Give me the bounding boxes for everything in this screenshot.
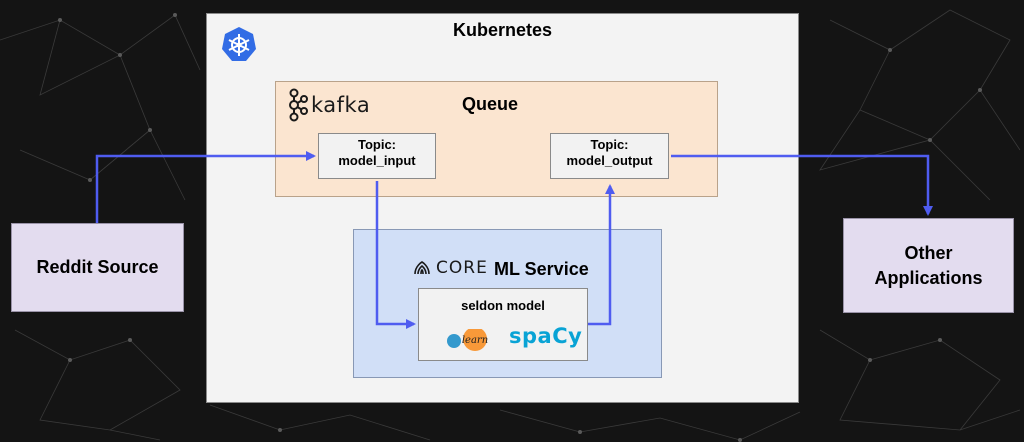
other-apps-line2: Applications (874, 267, 983, 288)
seldon-core-logo: CORE (412, 258, 488, 278)
topic-model-input: Topic: model_input (318, 133, 436, 179)
seldon-model-title: seldon model (461, 298, 545, 313)
other-applications-box: Other Applications (843, 218, 1014, 313)
other-apps-line1: Other (904, 242, 953, 263)
kafka-icon (289, 88, 308, 122)
core-label: CORE (436, 258, 488, 278)
spacy-logo: spaCy (509, 324, 583, 348)
seldon-model-box: seldon model learn spaCy (418, 288, 588, 361)
ml-service-title: ML Service (494, 259, 589, 279)
topic-output-line1: Topic: (590, 137, 629, 152)
queue-title: Queue (462, 94, 519, 114)
topic-input-line2: model_input (338, 153, 416, 168)
kubernetes-helm-icon (221, 26, 257, 67)
topic-input-line1: Topic: (357, 137, 397, 152)
kubernetes-title: Kubernetes (452, 20, 553, 40)
topic-model-output: Topic: model_output (550, 133, 669, 179)
sklearn-logo-icon: learn (445, 327, 493, 358)
kafka-label: kafka (311, 93, 371, 117)
kafka-logo: kafka (286, 88, 370, 122)
sklearn-label: learn (462, 335, 488, 346)
seldon-core-icon (414, 261, 430, 275)
topic-output-line2: model_output (566, 153, 653, 168)
reddit-source-label: Reddit Source (36, 257, 159, 277)
reddit-source-box: Reddit Source (11, 223, 184, 312)
